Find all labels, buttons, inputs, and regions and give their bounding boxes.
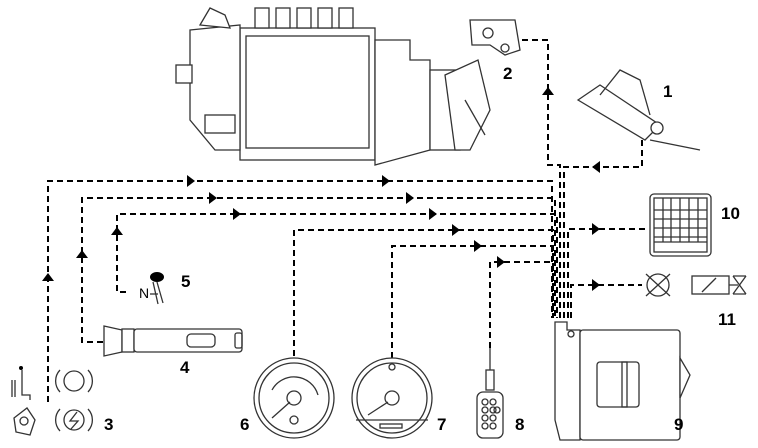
arrow-right-icon [592,223,600,235]
arrow-right-icon [452,224,460,236]
neutral-label: N [139,285,150,301]
neutral-switch-5 [150,272,164,305]
arrow-right-icon [497,256,505,268]
stalk-switch-4 [103,325,243,357]
pump-outlets [254,7,354,29]
arrow-left-icon [592,161,600,173]
label-10: 10 [721,204,740,223]
gauge-7 [351,357,433,439]
arrow-up-icon [542,87,554,95]
arrow-right-icon [187,175,195,187]
line-1 [563,140,643,318]
label-9: 9 [674,415,684,434]
line-8 [489,261,552,348]
label-5: 5 [181,272,191,291]
arrow-up-icon [76,250,88,258]
line-10 [567,228,648,318]
line-2 [520,39,561,318]
label-3: 3 [104,415,114,434]
arrow-right-icon [209,192,217,204]
label-7: 7 [437,415,447,434]
gauge-6 [253,357,335,439]
arrow-right-icon [429,208,437,220]
display-10 [649,193,712,257]
arrow-right-icon [474,240,482,252]
actuators-11 [645,273,747,297]
arrows [42,87,600,291]
warning-symbols-3 [11,366,94,436]
remote-keypad [481,398,501,430]
line-6 [293,229,554,356]
line-5 [116,213,558,318]
arrow-right-icon [233,208,241,220]
arrow-up-icon [111,227,123,235]
line-7 [391,245,554,358]
accelerator-pedal-1 [576,69,701,151]
arrow-up-icon [42,273,54,281]
signal-lines [47,39,648,402]
line-4 [81,197,556,343]
line-11 [570,284,642,318]
label-11: 11 [718,310,736,329]
actuator-2 [464,19,521,136]
label-6: 6 [240,415,250,434]
arrow-right-icon [592,279,600,291]
label-4: 4 [180,358,190,377]
control-unit-9 [554,321,691,441]
remote-control-8 [476,348,504,439]
arrow-right-icon [406,192,414,204]
label-8: 8 [515,415,525,434]
label-1: 1 [663,82,673,101]
injection-pump [175,7,491,166]
arrow-right-icon [382,175,390,187]
label-2: 2 [503,64,513,83]
